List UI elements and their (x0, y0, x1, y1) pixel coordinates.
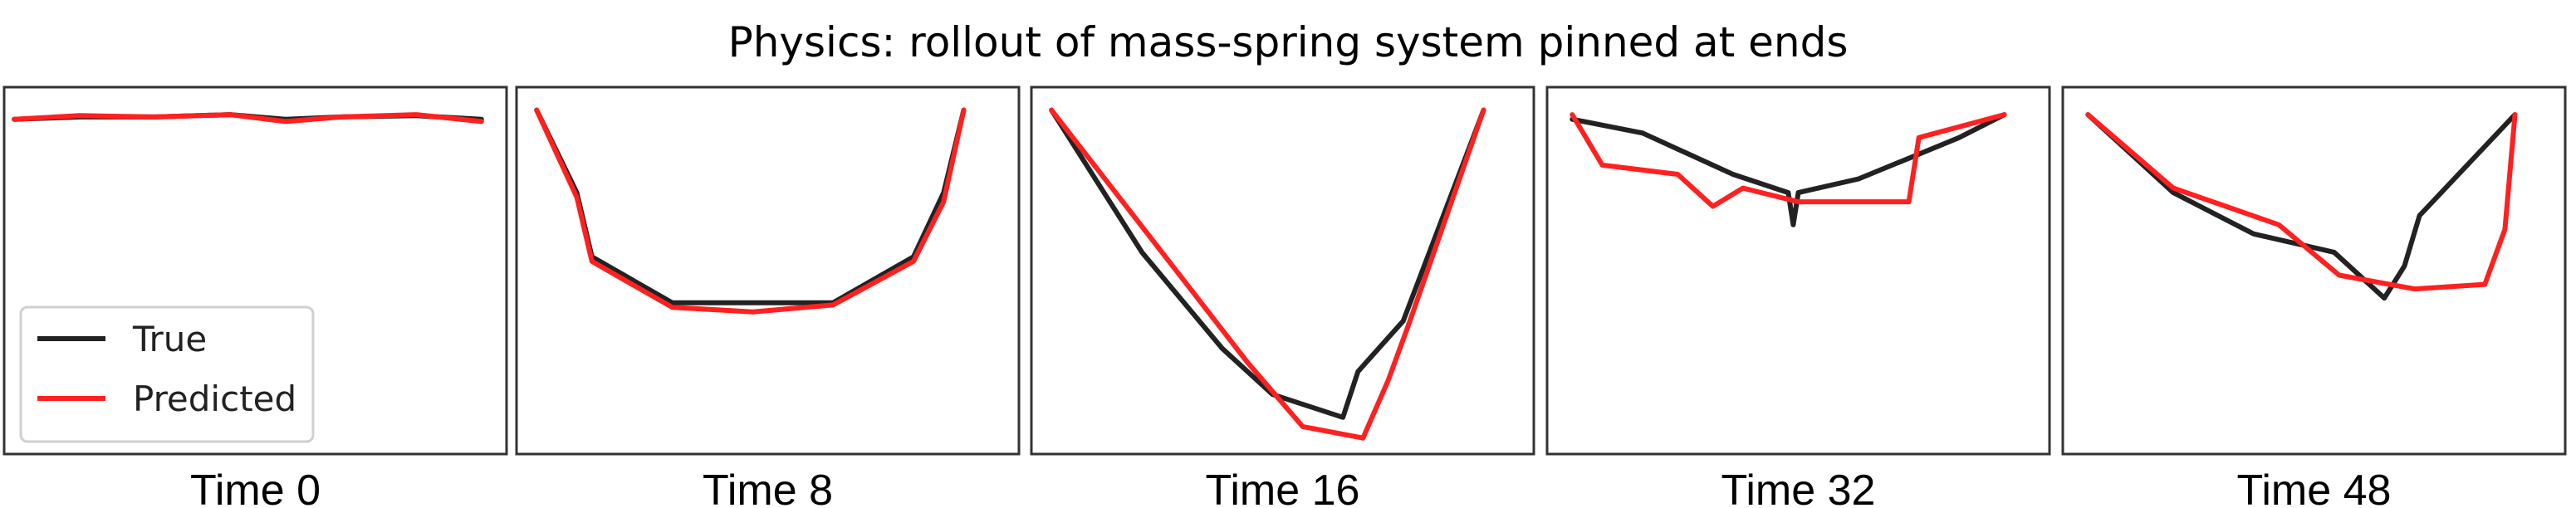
legend-label-predicted: Predicted (133, 379, 296, 419)
figure-title: Physics: rollout of mass-spring system p… (728, 18, 1849, 66)
series-line-true (1570, 112, 2007, 227)
panel-caption: Time 32 (1721, 466, 1876, 508)
panel-3: Time 16 (1030, 85, 1535, 508)
series-line-predicted (1049, 107, 1486, 441)
series-line-predicted (2085, 112, 2518, 292)
panel-2: Time 8 (515, 85, 1021, 508)
panel-frame (1545, 85, 2051, 456)
panel-caption: Time 0 (190, 466, 321, 508)
series-line-predicted (12, 112, 484, 125)
series-line-true (1049, 107, 1486, 420)
panel-caption: Time 8 (703, 466, 833, 508)
panel-frame (515, 85, 1021, 456)
panel-4: Time 32 (1545, 85, 2051, 508)
legend-label-true: True (132, 319, 207, 359)
series-line-predicted (1570, 112, 2007, 209)
panel-caption: Time 16 (1206, 466, 1360, 508)
panel-frame (1030, 85, 1535, 456)
series-line-predicted (534, 107, 967, 315)
series-line-true (2085, 112, 2518, 301)
panel-caption: Time 48 (2237, 466, 2392, 508)
panel-5: Time 48 (2061, 85, 2567, 508)
